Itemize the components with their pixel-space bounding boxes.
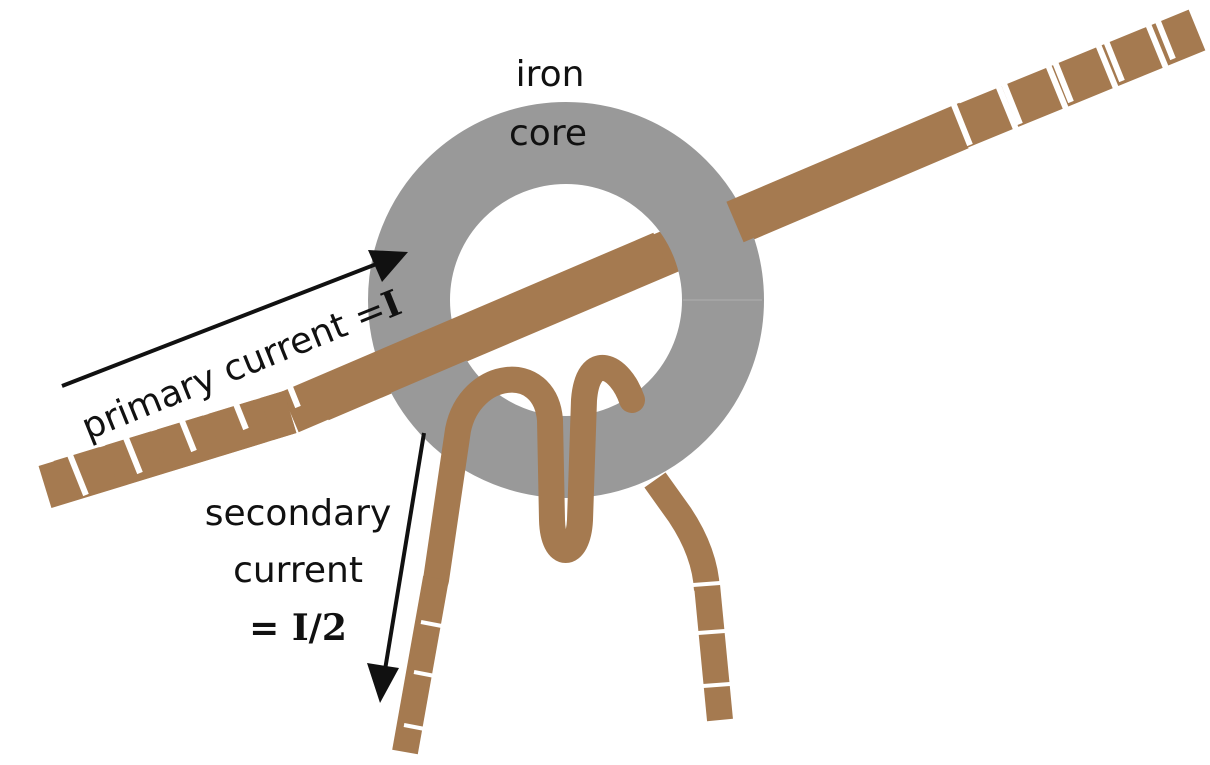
secondary-lead-left: [392, 575, 449, 755]
secondary-equation-prefix: =: [249, 608, 292, 649]
primary-wire-front-left: [281, 232, 671, 433]
primary-wire-segments-right: [951, 9, 1206, 148]
primary-current-arrow: [61, 250, 408, 388]
secondary-equation-value: I/2: [292, 607, 347, 649]
primary-wire-front-right: [726, 102, 977, 243]
secondary-current-label-line1: secondary: [205, 493, 392, 534]
secondary-current-arrow: [367, 432, 426, 703]
secondary-current-label-line2: current: [233, 550, 363, 591]
secondary-winding-wire: [423, 355, 645, 593]
primary-wire-segments-left: [38, 390, 297, 509]
secondary-lead-right: [692, 581, 733, 722]
iron-core-label-line1: iron: [516, 54, 585, 95]
secondary-winding-return: [644, 472, 720, 591]
secondary-current-equation: = I/2: [249, 607, 347, 649]
iron-core-label-line2: core: [509, 113, 587, 154]
primary-wire-gaps: [65, 12, 1176, 497]
